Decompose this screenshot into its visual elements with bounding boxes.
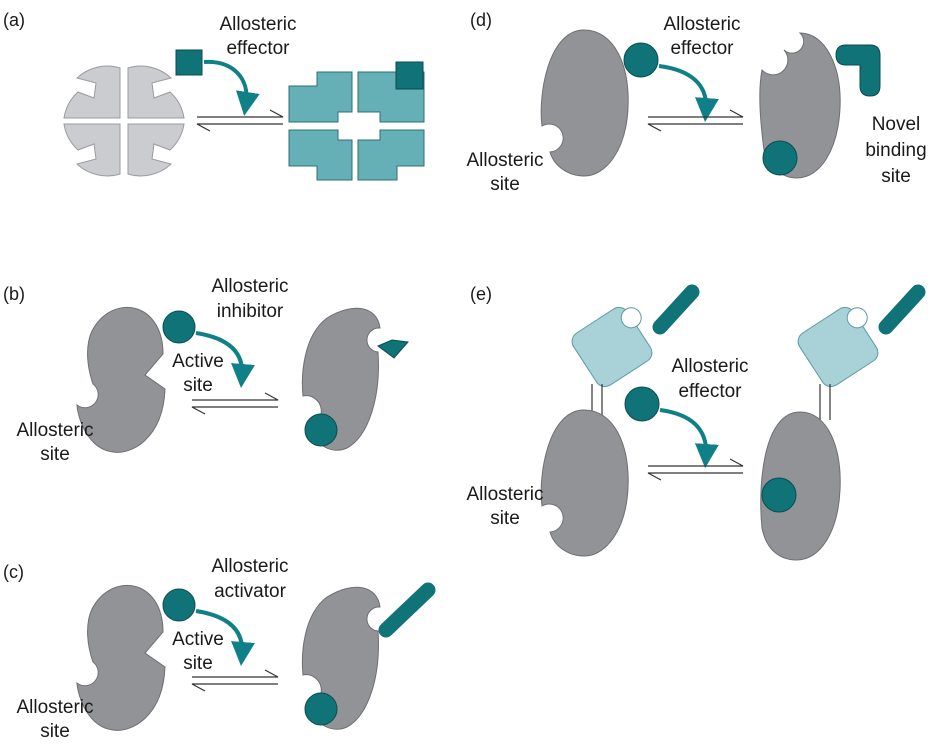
panel-a-effector-line1: Allosteric [219,14,296,35]
bound-effector-square [395,61,424,90]
panel-a-label: (a) [3,10,25,30]
panel-c-label: (c) [3,562,24,582]
novel-site-line3: site [881,166,911,187]
novel-site-line1: Novel [872,114,921,135]
active-site-line2: site [183,653,213,674]
activator-circle [162,588,196,622]
allosteric-site-line2: site [40,721,70,742]
panel-e-effector-line2: effector [678,381,742,402]
panel-b-label: (b) [3,284,25,304]
allosteric-site-line1: Allosteric [466,484,543,505]
substrate-rod-right [878,284,926,335]
bound-inhibitor-circle [304,413,338,447]
panel-a-effector-line2: effector [226,38,290,59]
enzyme-inactive [540,29,629,177]
allosteric-site-line2: site [490,174,520,195]
substrate-rod [378,582,436,638]
active-site-line1: Active [172,351,224,372]
panel-e: (e) Allosteric site Allosteric effector [466,284,926,561]
active-site-line2: site [183,375,213,396]
binding-arrow [658,64,719,122]
effector-circle [624,386,660,422]
equilibrium-arrows [647,109,744,132]
panel-c: (c) Allosteric activator Active site All… [3,556,436,742]
inhibitor-circle [162,310,196,344]
effector-square [175,49,203,76]
panel-b-effector-line1: Allosteric [211,276,288,297]
equilibrium-arrows [191,392,279,415]
panel-a: (a) Allosteric effector [3,10,425,181]
panel-c-effector-line2: activator [214,581,286,602]
regulatory-subunit-left [571,306,653,388]
panel-b: (b) Allosteric inhibitor Active site All… [3,276,409,465]
binding-arrow [203,59,260,116]
novel-ligand [835,44,881,97]
equilibrium-arrows [196,109,284,132]
binding-arrow [195,609,255,666]
bound-effector-circle [762,140,798,176]
allosteric-site-line1: Allosteric [466,150,543,171]
equilibrium-arrows [191,669,279,692]
allosteric-site-line2: site [490,508,520,529]
panel-e-label: (e) [470,284,492,304]
binding-arrow [659,408,719,468]
novel-site-line2: binding [865,140,926,161]
bound-activator-circle [304,692,338,726]
effector-circle [623,42,659,78]
enzyme-inactive [540,409,629,557]
panel-c-effector-line1: Allosteric [211,556,288,577]
regulatory-subunit-right [797,306,879,388]
tense-tetramer [63,65,185,177]
enzyme-active [760,411,841,561]
panel-d-effector-line1: Allosteric [663,14,740,35]
bound-effector-circle [761,477,797,513]
equilibrium-arrows [647,458,744,481]
panel-d-label: (d) [470,10,492,30]
distorted-substrate [377,339,409,359]
panel-b-effector-line2: inhibitor [217,301,284,322]
panel-d-effector-line2: effector [670,38,734,59]
panel-e-effector-line1: Allosteric [671,356,748,377]
substrate-rod-left [652,284,700,335]
active-site-line1: Active [172,629,224,650]
panel-d: (d) Allosteric effector Allosteric site … [466,10,926,195]
allosteric-site-line1: Allosteric [16,697,93,718]
allosteric-site-line2: site [40,444,70,465]
allosteric-site-line1: Allosteric [16,420,93,441]
binding-arrow [195,331,255,388]
